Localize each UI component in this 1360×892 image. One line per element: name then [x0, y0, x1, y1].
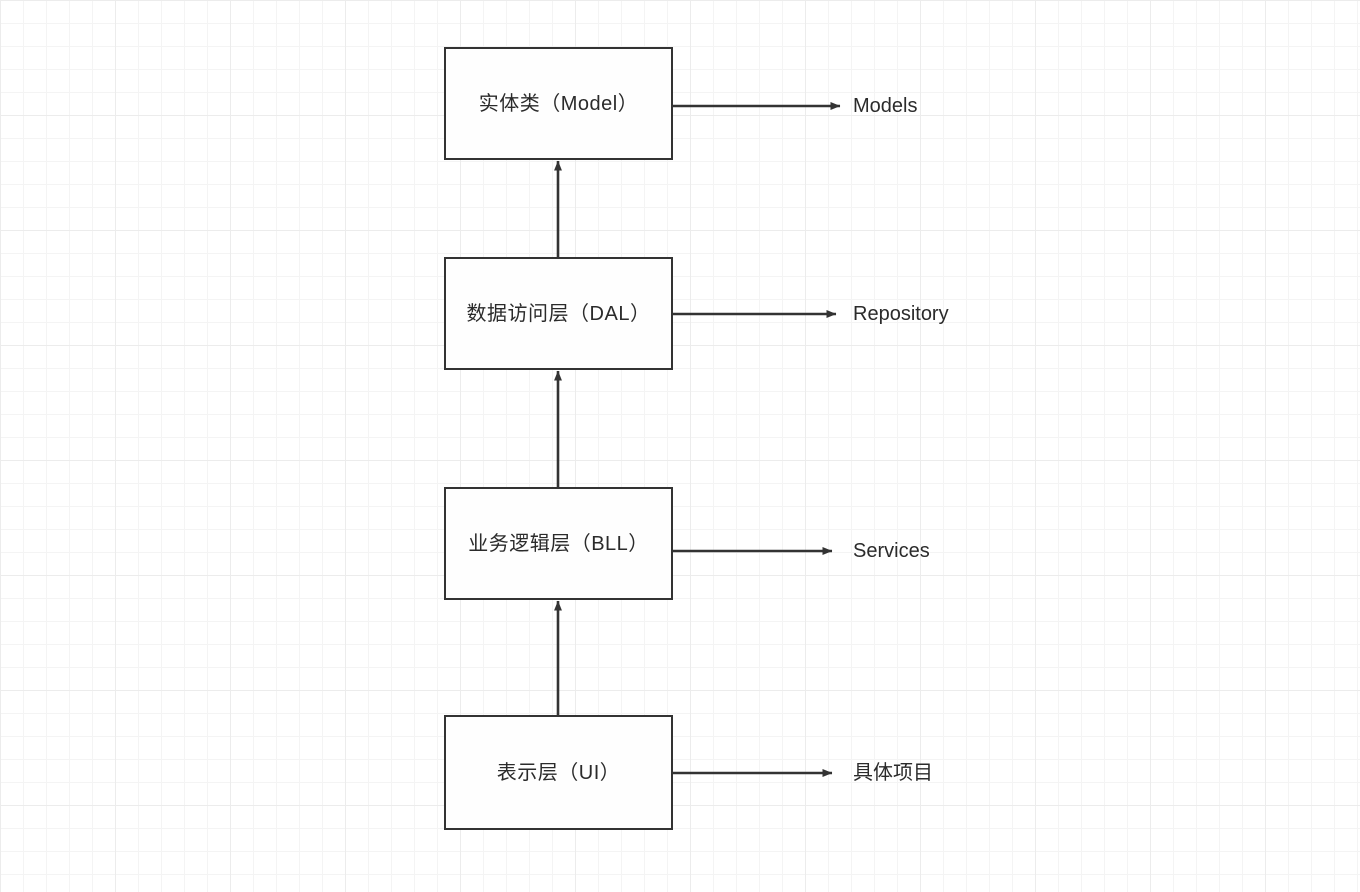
- side-label-models: Models: [853, 95, 918, 117]
- node-bll-label: 业务逻辑层（BLL）: [468, 532, 649, 555]
- node-ui[interactable]: 表示层（UI）: [444, 715, 673, 830]
- node-ui-label: 表示层（UI）: [496, 761, 621, 784]
- node-dal[interactable]: 数据访问层（DAL）: [444, 257, 673, 370]
- node-model[interactable]: 实体类（Model）: [444, 47, 673, 160]
- side-label-repository: Repository: [853, 303, 949, 325]
- side-label-project: 具体项目: [853, 762, 933, 784]
- node-bll[interactable]: 业务逻辑层（BLL）: [444, 487, 673, 600]
- side-label-services: Services: [853, 540, 930, 562]
- node-dal-label: 数据访问层（DAL）: [466, 302, 651, 325]
- node-model-label: 实体类（Model）: [478, 92, 639, 115]
